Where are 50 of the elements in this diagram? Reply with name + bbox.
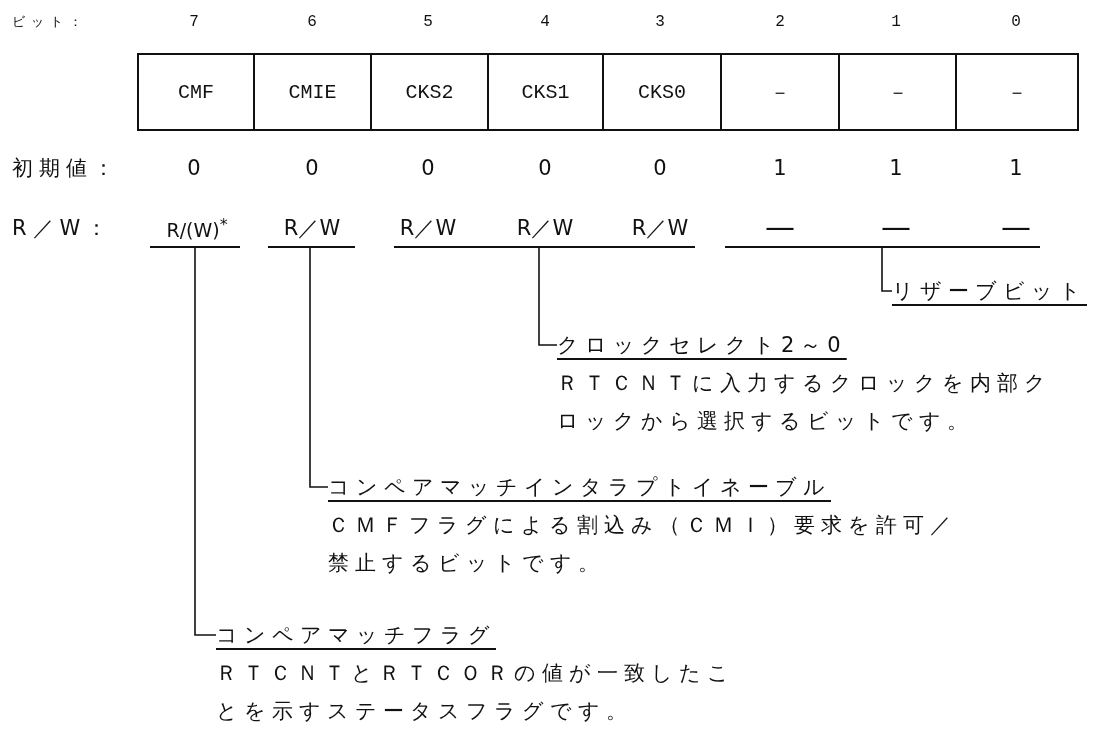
bit-number: 7	[189, 13, 199, 31]
access-type: R／W	[399, 215, 457, 242]
access-type: —	[1001, 208, 1031, 244]
access-type: —	[881, 208, 911, 244]
initial-value: 1	[773, 156, 787, 180]
bit-field-cell: CKS2	[370, 53, 489, 131]
bit-field-cell: CKS1	[487, 53, 604, 131]
row-label: R／W：	[12, 215, 114, 242]
field-description: ＣＭＦフラグによる割込み（ＣＭＩ）要求を許可／禁止するビットです。	[328, 512, 958, 577]
bit-number: 6	[307, 13, 317, 31]
initial-value: 1	[889, 156, 903, 180]
bit-field-cell: CKS0	[602, 53, 722, 131]
bit-number: 5	[423, 13, 433, 31]
bit-number: 0	[1011, 13, 1021, 31]
bit-number: 4	[540, 13, 550, 31]
bit-field-cell: －	[720, 53, 840, 131]
field-description: ＲＴＣＮＴとＲＴＣＯＲの値が一致したことを示すステータスフラグです。	[216, 660, 736, 725]
leader-line	[538, 246, 558, 346]
row-label: ビット：	[12, 13, 88, 31]
bracket-line	[268, 246, 355, 248]
bit-field-cell: CMIE	[253, 53, 372, 131]
bit-number: 3	[655, 13, 665, 31]
leader-line	[309, 246, 329, 488]
leader-line	[194, 246, 217, 636]
access-type: R／W	[283, 215, 341, 242]
bit-number: 1	[891, 13, 901, 31]
initial-value: 0	[305, 156, 319, 180]
initial-value: 0	[187, 156, 201, 180]
field-name: クロックセレクト2～0	[557, 332, 847, 359]
field-name: コンペアマッチインタラプトイネーブル	[328, 474, 831, 501]
bracket-line	[150, 246, 240, 248]
bracket-line	[725, 246, 1040, 248]
row-label: 初期値：	[12, 155, 120, 182]
initial-value: 0	[653, 156, 667, 180]
initial-value: 0	[421, 156, 435, 180]
initial-value: 1	[1009, 156, 1023, 180]
bit-field-cell: －	[838, 53, 957, 131]
bit-number: 2	[775, 13, 785, 31]
bracket-line	[394, 246, 695, 248]
access-type: R／W	[631, 215, 689, 242]
access-type: R/(W)$^{*}$	[166, 214, 228, 242]
bit-field-cell: －	[955, 53, 1079, 131]
initial-value: 0	[538, 156, 552, 180]
access-type: R／W	[516, 215, 574, 242]
access-type: —	[765, 208, 795, 244]
leader-line	[881, 246, 893, 292]
bit-field-cell: CMF	[137, 53, 255, 131]
field-name: リザーブビット	[892, 278, 1087, 305]
field-description: ＲＴＣＮＴに入力するクロックを内部クロックから選択するビットです。	[557, 370, 1053, 435]
field-name: コンペアマッチフラグ	[216, 622, 496, 649]
